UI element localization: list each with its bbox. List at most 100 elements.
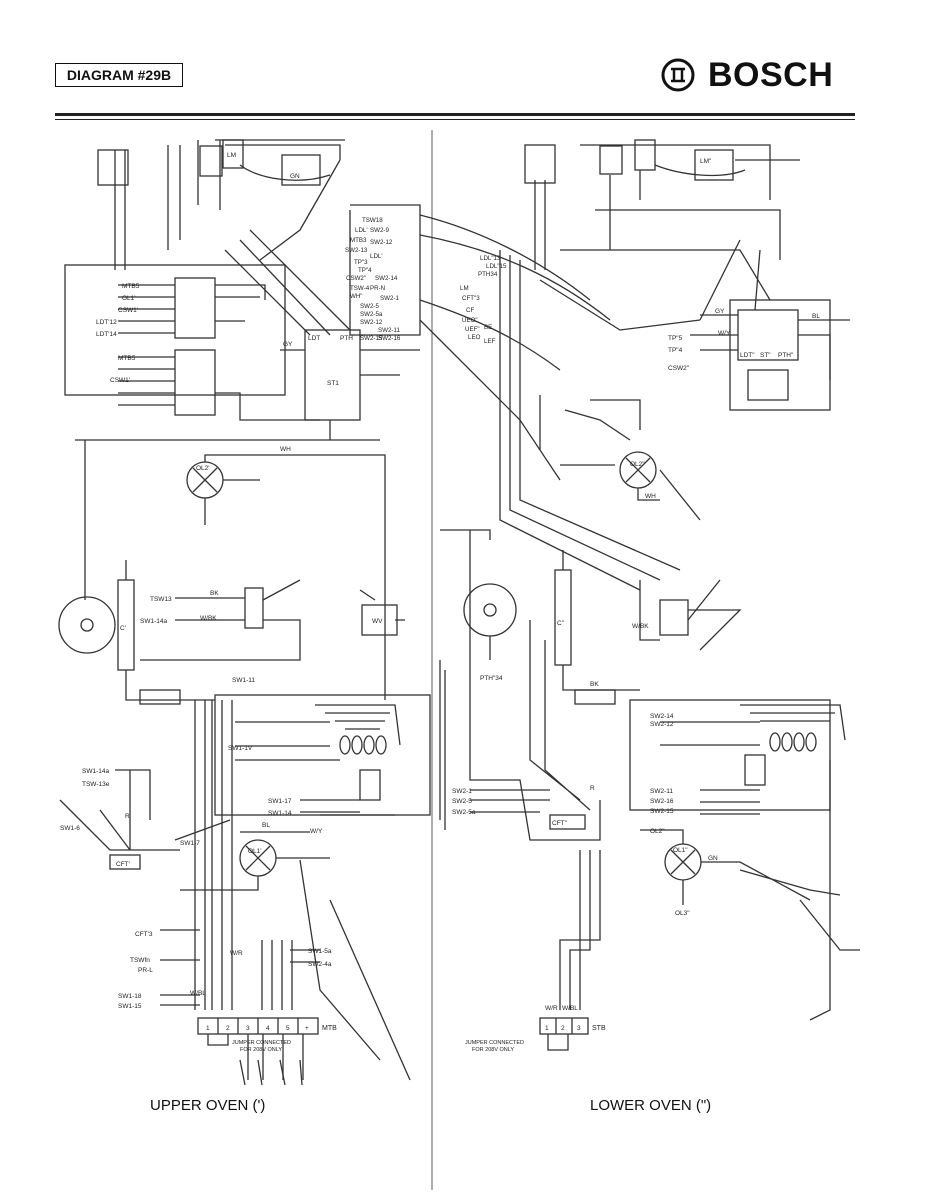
bus-label: TSW-4 [350,285,370,292]
switch-label: OL2" [650,828,665,835]
bus-right-label: LDL"15 [486,263,507,270]
bus-label: SW2-9 [370,227,389,234]
bus-right-label: BE [484,324,492,331]
switch-label: TP"5 [668,335,683,342]
bus-label: PR-N [370,285,385,292]
component-label: OL2" [630,461,645,468]
wire-code: BK [210,590,219,597]
switch-label: TSWfn [130,957,150,964]
switch-label: SW1-18 [118,993,142,1000]
tp-label: MTB5 [118,355,136,362]
switch-label: SW2-15 [650,808,674,815]
bus-right-label: LDL"13 [480,255,501,262]
switch-label: CFT'3 [135,931,153,938]
bus-right-label: CFT"3 [462,295,480,302]
bus-label: SW2-15 [360,335,383,342]
bus-right-label: LEF [484,338,496,345]
component-label: CFT' [116,861,130,868]
wiring-lines [58,130,860,1190]
switch-label: PR-L [138,967,153,974]
tp-label: LDT'14 [96,331,117,338]
tp-label: CSW1' [110,377,130,384]
switch-label: SW1-7 [180,840,200,847]
upper-terminal-4: 4 [266,1025,270,1032]
brand: BOSCH [660,55,833,95]
tp-label: CSW1' [118,307,138,314]
wire-code: W/Y [310,828,323,835]
bus-right-label: PTH34 [478,271,498,278]
component-label: WV [372,618,383,625]
bus-label: SW2-13 [345,247,368,254]
switch-label: SW2-5 [452,798,472,805]
wire-code: R [125,813,130,820]
tp-label: LDT'12 [96,319,117,326]
wire-code: BL [262,822,270,829]
component-label: OL2' [196,465,210,472]
switch-label: TSW-13e [82,781,110,788]
bus-right-label: LM [460,285,469,292]
bus-right-label: CF [466,307,474,314]
component-label: OL1' [248,848,262,855]
bus-label: SW2-5a [360,311,383,318]
header-rule-thick [55,113,855,116]
lower-oven-caption: LOWER OVEN (") [590,1097,712,1114]
bus-label: SW2-12 [360,319,383,326]
upper-terminal-plus: + [305,1025,309,1032]
wire-code: GN [708,855,718,862]
wire-code: R [590,785,595,792]
switch-label: SW1-11 [232,677,255,684]
switch-label: SW1-14 [268,810,292,817]
bus-label: TSW18 [362,217,383,224]
switch-label: SW1-5a [308,948,332,955]
switch-label: SW1-6 [60,825,80,832]
component-label: C' [120,625,126,632]
switch-label: SW1-17 [268,798,292,805]
switch-label: SW2-11 [650,788,673,795]
switch-label: TP"4 [668,347,683,354]
component-label: LDT [308,335,320,342]
upper-terminal-5: 5 [286,1025,290,1032]
component-label: LDT" [740,352,755,359]
switch-label: SW2-5a [452,809,476,816]
switch-label: SW1-14a [140,618,167,625]
component-label: CFT" [552,820,568,827]
switch-label: SW1-14a [82,768,109,775]
switch-label: CSW2" [668,365,690,372]
component-label: LM" [700,158,712,165]
switch-label: SW2-4a [308,961,332,968]
wire-code: GY [283,341,293,348]
tp-label: OL1' [122,295,136,302]
brand-name: BOSCH [708,55,834,94]
center-bus-labels: TSW18 LDL' SW2-9 MTB3 SW2-13 SW2-12 LDL'… [345,217,507,345]
bus-label: MTB3 [350,237,367,244]
wire-code: BK [590,681,599,688]
bus-label: SW2-1 [380,295,399,302]
lower-terminal-1: 1 [545,1025,549,1032]
switch-label: SW1-1V [228,745,253,752]
wire-code: W/R [545,1005,558,1012]
switch-label: SW2-1 [452,788,472,795]
header-rule-thin [55,119,855,120]
switch-label: OL3" [675,910,690,917]
component-label: C" [557,620,565,627]
switch-label: SW1-15 [118,1003,142,1010]
component-label: ST" [760,352,771,359]
bus-right-label: UEF" [465,326,480,333]
lower-terminal-3: 3 [577,1025,581,1032]
switch-label: SW2-12 [650,721,674,728]
switch-label: SW2-16 [650,798,674,805]
bus-label: SW2-5 [360,303,379,310]
switch-label: PTH"34 [480,675,503,682]
upper-terminal-3: 3 [246,1025,250,1032]
wire-code: GN [290,173,300,180]
diagram-label: DIAGRAM #29B [55,63,183,87]
upper-terminal-2: 2 [226,1025,230,1032]
tp-label: MTB5 [122,283,140,290]
bus-right-label: UEO" [462,317,478,324]
component-label: PTH [340,335,353,342]
bus-label: SW2-11 [378,327,400,334]
